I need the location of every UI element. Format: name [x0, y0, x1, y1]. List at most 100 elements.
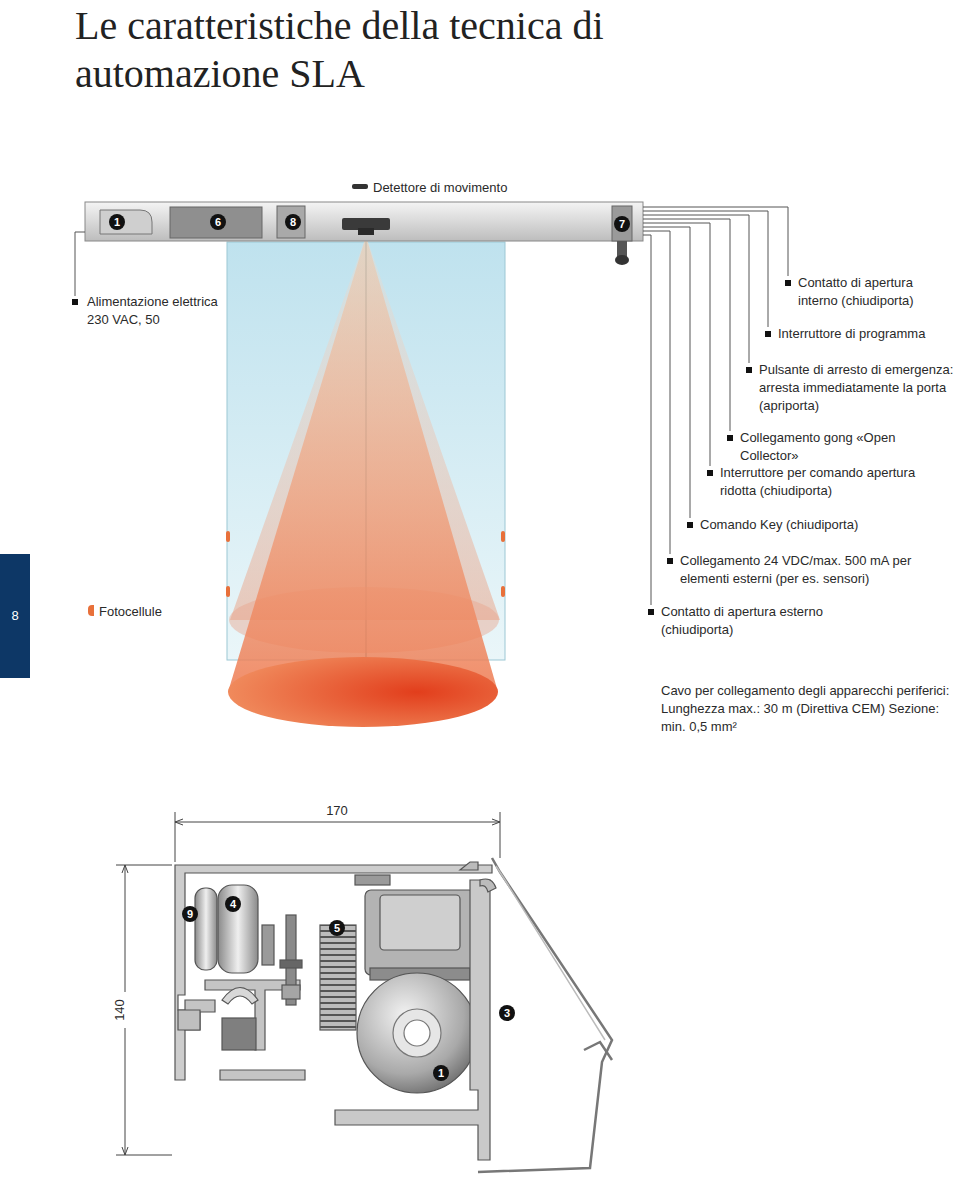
drawing-part — [648, 609, 654, 615]
drawing-part — [75, 232, 85, 296]
drawing-part — [195, 888, 217, 970]
drawing-part — [643, 235, 651, 605]
drawing-part — [100, 210, 152, 234]
callout-number: 6 — [208, 214, 228, 230]
drawing-part — [643, 231, 670, 554]
leader-lines — [75, 207, 788, 605]
dimension-label: 140 — [112, 992, 128, 1028]
drawing-part — [687, 522, 693, 528]
drawing-part — [262, 925, 274, 965]
callout-number: 3 — [497, 1005, 517, 1021]
callout-badges-section — [182, 896, 515, 1081]
legend-label: Fotocellule — [99, 603, 162, 621]
callout-label: Comando Key (chiudiporta) — [700, 516, 900, 534]
callout-number: 1 — [431, 1065, 451, 1081]
drawing-part — [178, 1010, 200, 1030]
drawing-part — [380, 895, 460, 950]
callout-label: Contatto di apertura esterno (chiudiport… — [661, 603, 841, 639]
sensor-field — [228, 236, 500, 727]
callout-label: Pulsante di arresto di emergenza: arrest… — [759, 361, 955, 415]
photocells — [226, 531, 505, 597]
callout-label: Cavo per collegamento degli apparecchi p… — [661, 682, 953, 736]
drawing-part — [617, 241, 627, 257]
legend-swatch — [88, 605, 94, 616]
drawing-part — [175, 812, 176, 862]
callout-number: 7 — [612, 216, 632, 232]
drawing-part — [365, 890, 475, 975]
cross-section — [175, 862, 496, 1160]
callout-number: 9 — [180, 906, 200, 922]
drawing-part — [85, 202, 643, 241]
callout-label: Contatto di apertura interno (chiudiport… — [798, 274, 948, 310]
drawing-part — [496, 866, 605, 1040]
drawing-part — [612, 206, 632, 241]
drawing-part — [355, 875, 390, 885]
drawing-part — [222, 988, 258, 1005]
drawing-part — [643, 215, 749, 363]
drawing-part — [218, 885, 258, 973]
callout-label: Interruttore per comando apertura ridott… — [720, 464, 938, 500]
drawing-part — [492, 819, 500, 825]
drawing-part — [175, 819, 183, 825]
drawing-part — [335, 880, 490, 1160]
callout-label: Interruttore di programma — [778, 325, 953, 343]
drawing-part — [280, 960, 302, 968]
drawing-part — [282, 985, 300, 999]
drawing-part — [228, 657, 498, 727]
drawing-part — [500, 812, 501, 858]
drawing-part — [667, 558, 673, 564]
callout-label: Collegamento gong «Open Collector» — [740, 429, 955, 465]
drawing-part — [765, 331, 771, 337]
drawing-part — [222, 1018, 256, 1050]
drawing-part — [478, 858, 612, 1172]
drawing-part — [643, 227, 690, 518]
callout-number: 4 — [223, 896, 243, 912]
drawing-part — [170, 207, 262, 238]
drawing-part — [643, 219, 730, 431]
callout-label: Collegamento 24 VDC/max. 500 mA per elem… — [680, 552, 912, 588]
drawing-part — [404, 1020, 430, 1046]
detector-symbol — [352, 184, 368, 189]
drawing-part — [746, 367, 752, 373]
drawing-part — [357, 973, 477, 1093]
drawing-part — [226, 531, 230, 542]
drawing-part — [501, 586, 505, 597]
page-title: Le caratteristiche della tecnica di auto… — [75, 2, 715, 98]
drawing-part — [785, 280, 791, 286]
legend-label: Detettore di movimento — [373, 179, 507, 197]
drawing-part — [228, 236, 498, 692]
callout-badges — [109, 214, 630, 232]
drawing-part — [205, 980, 300, 1050]
drawing-part — [358, 228, 374, 235]
drawing-part — [643, 207, 788, 276]
drawing-part — [727, 435, 733, 441]
dimension-lines — [116, 812, 500, 1155]
tab-number: 8 — [11, 608, 18, 624]
drawing-part — [226, 586, 230, 597]
drawing-part — [584, 1042, 612, 1060]
drawing-part — [615, 255, 629, 265]
cover-profile — [478, 858, 612, 1172]
drawing-part — [220, 1070, 305, 1080]
operator-bar — [85, 202, 643, 265]
dimension-label: 170 — [312, 803, 362, 819]
drawing-part — [460, 862, 478, 870]
callout-number: 8 — [283, 214, 303, 230]
drawing-part — [393, 1009, 441, 1057]
section-tab: 8 — [0, 554, 30, 678]
drawing-part — [501, 531, 505, 542]
callout-number: 1 — [107, 214, 127, 230]
drawing-part — [480, 879, 496, 892]
drawing-part — [122, 1147, 128, 1155]
drawing-part — [643, 223, 710, 466]
drawing-part — [320, 925, 356, 1030]
drawing-part — [175, 822, 500, 823]
drawing-part — [122, 865, 128, 873]
drawing-part — [72, 299, 78, 305]
drawing-part — [277, 206, 305, 238]
callout-label: Alimentazione elettrica 230 VAC, 50 — [87, 293, 232, 329]
drawing-part — [707, 470, 713, 476]
callout-number: 5 — [327, 920, 347, 936]
